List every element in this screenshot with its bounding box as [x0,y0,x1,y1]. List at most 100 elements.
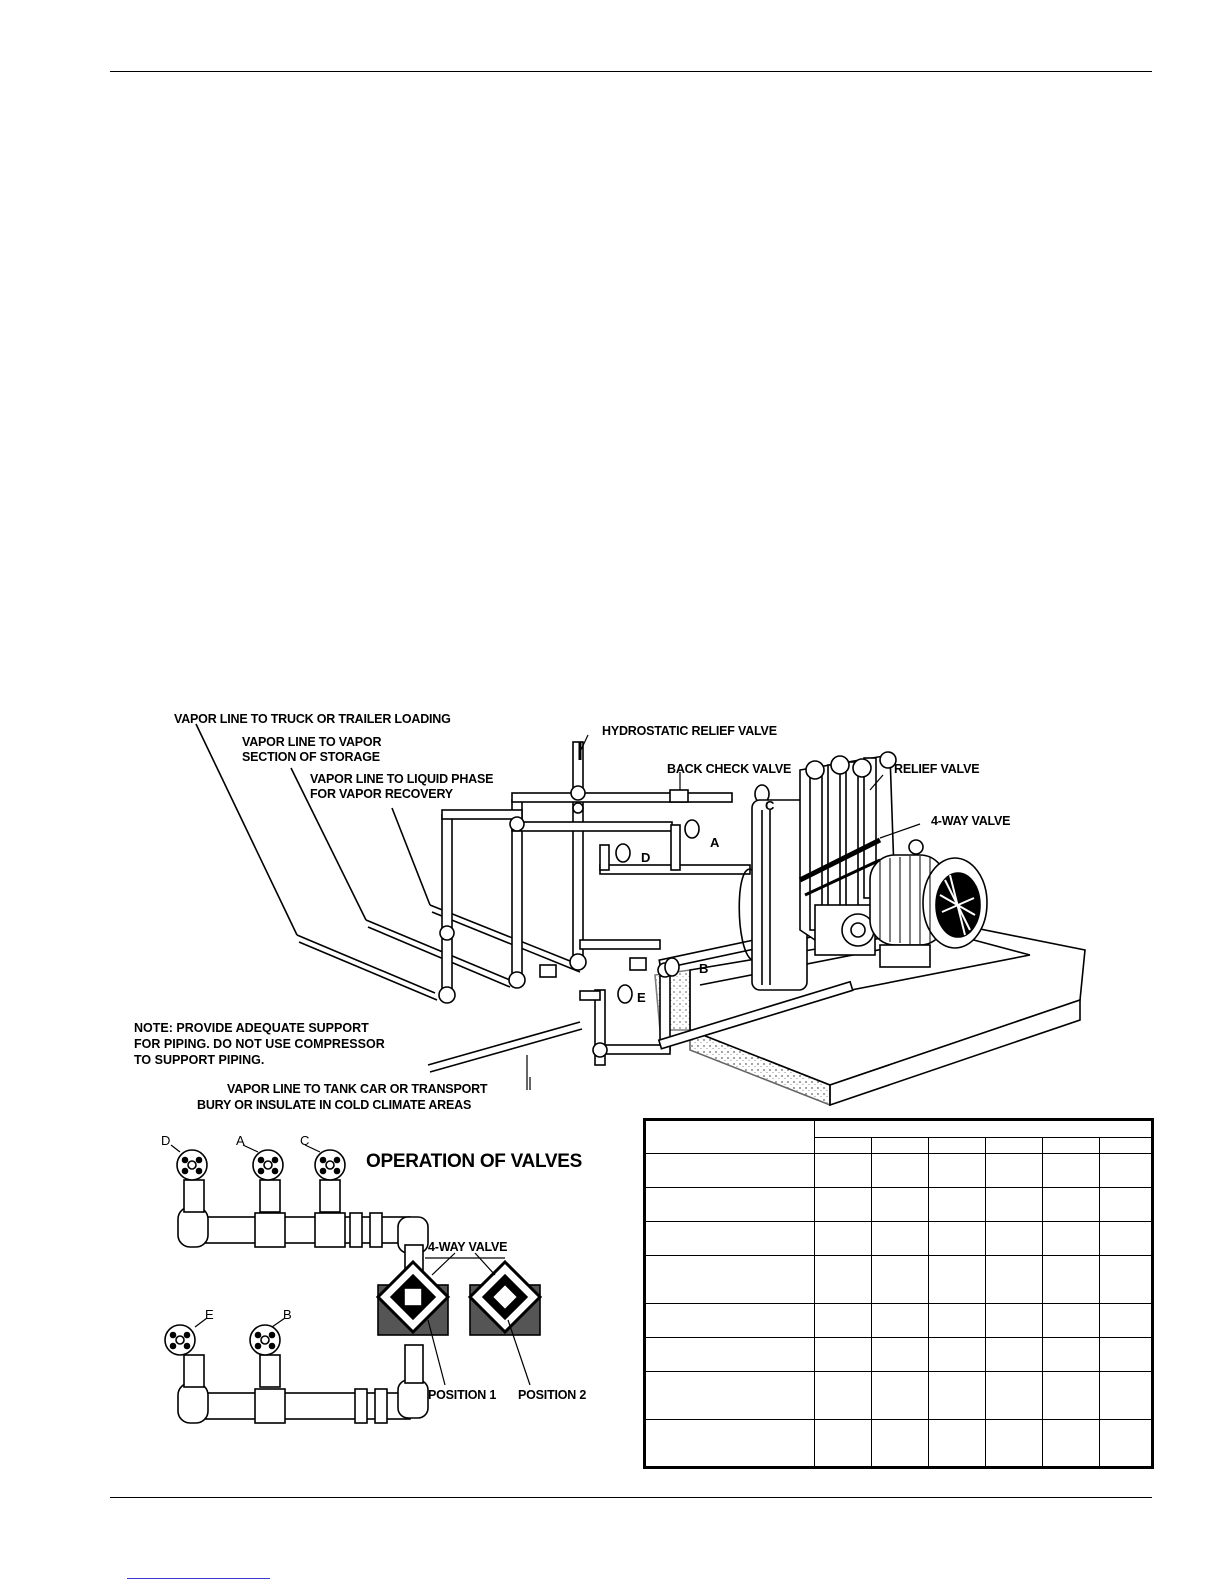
label-vapor-storage-2: SECTION OF STORAGE [242,750,380,764]
label-vapor-storage-1: VAPOR LINE TO VAPOR [242,735,382,749]
table-row [644,1153,1153,1188]
label-truck-loading: VAPOR LINE TO TRUCK OR TRAILER LOADING [174,712,451,726]
table-cell [871,1371,929,1420]
table-cell [985,1337,1043,1372]
table-cell [928,1255,986,1304]
table-cell [928,1137,986,1154]
footer-rule [110,1497,1152,1498]
table-cell [1099,1137,1153,1154]
table-cell [1099,1187,1153,1222]
valve-wheels [539,742,770,1004]
table-cell [814,1153,872,1188]
table-cell [985,1303,1043,1338]
table-cell [1099,1221,1153,1256]
valve-letter-e: E [637,990,646,1005]
op-letter-e: E [205,1307,214,1322]
table-cell [871,1337,929,1372]
valve-letter-a: A [710,835,720,850]
table-row [644,1187,1153,1222]
table-cell [814,1419,872,1468]
table-cell [928,1187,986,1222]
table-cell [928,1419,986,1468]
note-line-1: NOTE: PROVIDE ADEQUATE SUPPORT [134,1021,369,1035]
label-relief-valve: RELIEF VALVE [894,762,980,776]
table-cell [814,1371,872,1420]
table-header-cell [814,1119,1153,1138]
motor [869,839,988,968]
table-cell [928,1371,986,1420]
table-cell [644,1303,815,1338]
table-cell [985,1371,1043,1420]
table-cell [928,1303,986,1338]
op-label-position-1: POSITION 1 [428,1388,497,1402]
table-cell [871,1419,929,1468]
table-cell [1099,1153,1153,1188]
table-cell [985,1153,1043,1188]
table-cell [644,1153,815,1188]
table-cell [1099,1371,1153,1420]
table-cell [928,1153,986,1188]
table-cell [1042,1221,1100,1256]
table-cell [644,1221,815,1256]
operation-leaders [170,1144,531,1386]
valve-letter-d: D [641,850,651,865]
label-four-way-valve: 4-WAY VALVE [931,814,1011,828]
table-row [644,1419,1153,1468]
table-cell [1042,1419,1100,1468]
concrete-base [654,924,1086,1107]
table-cell [644,1255,815,1304]
valve-letter-b: B [699,961,709,976]
label-hydrostatic-relief-valve: HYDROSTATIC RELIEF VALVE [602,724,777,738]
valve-position-table [643,1118,1154,1469]
table-cell [1099,1419,1153,1468]
feed-pipes [195,723,583,1073]
note-line-3: TO SUPPORT PIPING. [134,1053,265,1067]
table-cell [985,1137,1043,1154]
liquid-trap-tank [738,799,808,991]
table-cell [871,1153,929,1188]
table-cell [1042,1137,1100,1154]
table-cell [871,1255,929,1304]
header-rule [110,71,1152,72]
table-cell [985,1255,1043,1304]
op-label-position-2: POSITION 2 [518,1388,587,1402]
compressor [798,751,897,956]
op-label-four-way-valve: 4-WAY VALVE [428,1240,508,1254]
valve-letter-c: C [765,798,775,813]
table-cell [871,1303,929,1338]
footer-link-underline[interactable] [127,1578,270,1579]
table-cell [1042,1255,1100,1304]
table-cell [928,1221,986,1256]
table-header-row [644,1119,1153,1154]
table-cell [985,1419,1043,1468]
op-letter-d: D [161,1133,171,1148]
operation-title: OPERATION OF VALVES [366,1151,582,1172]
table-row [644,1255,1153,1304]
table-row [644,1337,1153,1372]
label-tank-car-1: VAPOR LINE TO TANK CAR OR TRANSPORT [227,1082,488,1096]
table-cell [985,1187,1043,1222]
table-cell [871,1221,929,1256]
table-cell [928,1337,986,1372]
table-cell [814,1255,872,1304]
note-line-2: FOR PIPING. DO NOT USE COMPRESSOR [134,1037,385,1051]
label-tank-car-2: BURY OR INSULATE IN COLD CLIMATE AREAS [197,1098,472,1112]
table-cell [1099,1303,1153,1338]
table-cell [644,1419,815,1468]
table-cell [1042,1153,1100,1188]
label-leaders [526,734,921,1090]
table-cell [814,1137,872,1154]
table-cell [814,1337,872,1372]
table-cell [1042,1371,1100,1420]
label-back-check-valve: BACK CHECK VALVE [667,762,792,776]
op-letter-c: C [300,1133,310,1148]
table-cell [814,1187,872,1222]
label-liquid-phase-1: VAPOR LINE TO LIQUID PHASE [310,772,494,786]
table-cell [1099,1255,1153,1304]
table-cell [1042,1303,1100,1338]
table-cell [1042,1187,1100,1222]
table-cell [871,1137,929,1154]
table-row [644,1303,1153,1338]
label-liquid-phase-2: FOR VAPOR RECOVERY [310,787,453,801]
